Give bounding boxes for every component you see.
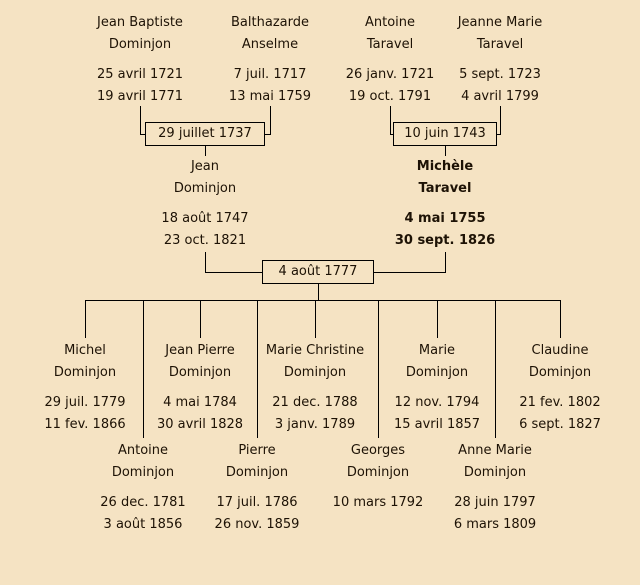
person-name-line: Anne Marie <box>458 443 532 458</box>
person-node-marie-christine-dominjon[interactable]: Marie Christine Dominjon 21 dec. 1788 3 … <box>230 340 400 436</box>
person-name-line: Dominjon <box>283 365 347 380</box>
person-name-line: Jean Pierre <box>165 343 235 358</box>
person-death-date: 30 avril 1828 <box>156 417 244 432</box>
person-node-antoine-dominjon[interactable]: Antoine Dominjon 26 dec. 1781 3 août 185… <box>58 440 228 536</box>
connector-line <box>315 300 316 338</box>
person-name-line: Jean <box>190 159 220 174</box>
person-birth-date: 29 juil. 1779 <box>44 395 126 410</box>
spacer <box>410 484 580 492</box>
person-name-line: Georges <box>350 443 406 458</box>
person-node-michele-taravel[interactable]: Michèle Taravel 4 mai 1755 30 sept. 1826 <box>360 156 530 252</box>
person-name-line: Dominjon <box>405 365 469 380</box>
person-death-date: 19 oct. 1791 <box>348 89 432 104</box>
person-death-date: 3 janv. 1789 <box>274 417 356 432</box>
person-name-line: Taravel <box>366 37 414 52</box>
person-node-marie-dominjon[interactable]: Marie Dominjon 12 nov. 1794 15 avril 185… <box>352 340 522 436</box>
person-name-line: Dominjon <box>53 365 117 380</box>
connector-line <box>205 252 206 272</box>
person-name-line: Marie <box>418 343 456 358</box>
person-name-line: Dominjon <box>528 365 592 380</box>
person-birth-date: 25 avril 1721 <box>96 67 184 82</box>
person-death-date: 6 sept. 1827 <box>519 417 601 432</box>
connector-line <box>85 300 561 301</box>
person-birth-date: 18 août 1747 <box>161 211 249 226</box>
marriage-date-box-dominjon-taravel: 4 août 1777 <box>262 260 374 284</box>
person-name-line: Marie Christine <box>265 343 365 358</box>
person-name-line: Michèle <box>416 159 474 174</box>
person-birth-date: 26 janv. 1721 <box>345 67 435 82</box>
person-name-line: Taravel <box>476 37 524 52</box>
person-name-line: Taravel <box>418 181 472 196</box>
person-name-line: Balthazarde <box>231 15 309 30</box>
person-death-date: 11 fev. 1866 <box>44 417 126 432</box>
person-name-line: Dominjon <box>346 465 410 480</box>
spacer <box>360 200 530 208</box>
person-node-jean-pierre-dominjon[interactable]: Jean Pierre Dominjon 4 mai 1784 30 avril… <box>115 340 285 436</box>
person-birth-date: 21 dec. 1788 <box>272 395 358 410</box>
person-death-date: 13 mai 1759 <box>228 89 312 104</box>
person-node-jean-baptiste-dominjon[interactable]: Jean Baptiste Dominjon 25 avril 1721 19 … <box>55 12 225 108</box>
person-death-date: 23 oct. 1821 <box>163 233 247 248</box>
spacer <box>120 200 290 208</box>
person-birth-date: 7 juil. 1717 <box>233 67 307 82</box>
person-node-jeanne-marie-taravel[interactable]: Jeanne Marie Taravel 5 sept. 1723 4 avri… <box>415 12 585 108</box>
person-birth-date: 17 juil. 1786 <box>216 495 298 510</box>
person-death-date: 30 sept. 1826 <box>394 233 496 248</box>
person-node-antoine-taravel[interactable]: Antoine Taravel 26 janv. 1721 19 oct. 17… <box>305 12 475 108</box>
marriage-date-box-dominjon-anselme: 29 juillet 1737 <box>145 122 265 146</box>
connector-line <box>318 272 319 300</box>
person-name-line: Dominjon <box>108 37 172 52</box>
connector-line <box>390 106 391 134</box>
person-death-date: 26 nov. 1859 <box>214 517 300 532</box>
person-node-michel-dominjon[interactable]: Michel Dominjon 29 juil. 1779 11 fev. 18… <box>0 340 170 436</box>
person-node-georges-dominjon[interactable]: Georges Dominjon 10 mars 1792 <box>293 440 463 514</box>
person-name-line: Jeanne Marie <box>457 15 543 30</box>
person-birth-date: 10 mars 1792 <box>332 495 424 510</box>
person-death-date: 3 août 1856 <box>103 517 183 532</box>
connector-line <box>257 300 258 438</box>
connector-line <box>200 300 201 338</box>
person-node-balthazarde-anselme[interactable]: Balthazarde Anselme 7 juil. 1717 13 mai … <box>185 12 355 108</box>
spacer <box>475 384 640 392</box>
person-name-line: Antoine <box>117 443 169 458</box>
connector-line <box>495 300 496 438</box>
person-death-date: 4 avril 1799 <box>461 89 539 104</box>
person-birth-date: 4 mai 1755 <box>404 211 486 226</box>
connector-line <box>140 106 141 134</box>
person-name-line: Dominjon <box>463 465 527 480</box>
person-node-claudine-dominjon[interactable]: Claudine Dominjon 21 fev. 1802 6 sept. 1… <box>475 340 640 436</box>
connector-line <box>270 106 271 134</box>
person-name-line: Pierre <box>238 443 276 458</box>
person-name-line: Dominjon <box>225 465 289 480</box>
person-death-date: 19 avril 1771 <box>96 89 184 104</box>
person-name-line: Antoine <box>364 15 416 30</box>
person-name-line: Jean Baptiste <box>97 15 183 30</box>
person-death-date: 6 mars 1809 <box>453 517 537 532</box>
person-name-line: Anselme <box>241 37 299 52</box>
person-birth-date: 28 juin 1797 <box>454 495 536 510</box>
person-name-line: Michel <box>64 343 106 358</box>
person-birth-date: 12 nov. 1794 <box>394 395 480 410</box>
person-birth-date: 21 fev. 1802 <box>519 395 601 410</box>
connector-line <box>437 300 438 338</box>
connector-line <box>560 300 561 338</box>
person-birth-date: 5 sept. 1723 <box>459 67 541 82</box>
person-node-pierre-dominjon[interactable]: Pierre Dominjon 17 juil. 1786 26 nov. 18… <box>172 440 342 536</box>
person-name-line: Claudine <box>531 343 589 358</box>
connector-line <box>143 300 144 438</box>
person-name-line: Dominjon <box>168 365 232 380</box>
connector-line <box>445 252 446 272</box>
connector-line <box>378 300 379 438</box>
person-name-line: Dominjon <box>111 465 175 480</box>
marriage-date-box-taravel-taravel: 10 juin 1743 <box>393 122 497 146</box>
person-birth-date: 4 mai 1784 <box>163 395 237 410</box>
spacer <box>415 56 585 64</box>
connector-line <box>500 106 501 134</box>
person-node-anne-marie-dominjon[interactable]: Anne Marie Dominjon 28 juin 1797 6 mars … <box>410 440 580 536</box>
person-node-jean-dominjon[interactable]: Jean Dominjon 18 août 1747 23 oct. 1821 <box>120 156 290 252</box>
connector-line <box>85 300 86 338</box>
person-death-date: 15 avril 1857 <box>393 417 481 432</box>
person-birth-date: 26 dec. 1781 <box>100 495 186 510</box>
person-name-line: Dominjon <box>173 181 237 196</box>
